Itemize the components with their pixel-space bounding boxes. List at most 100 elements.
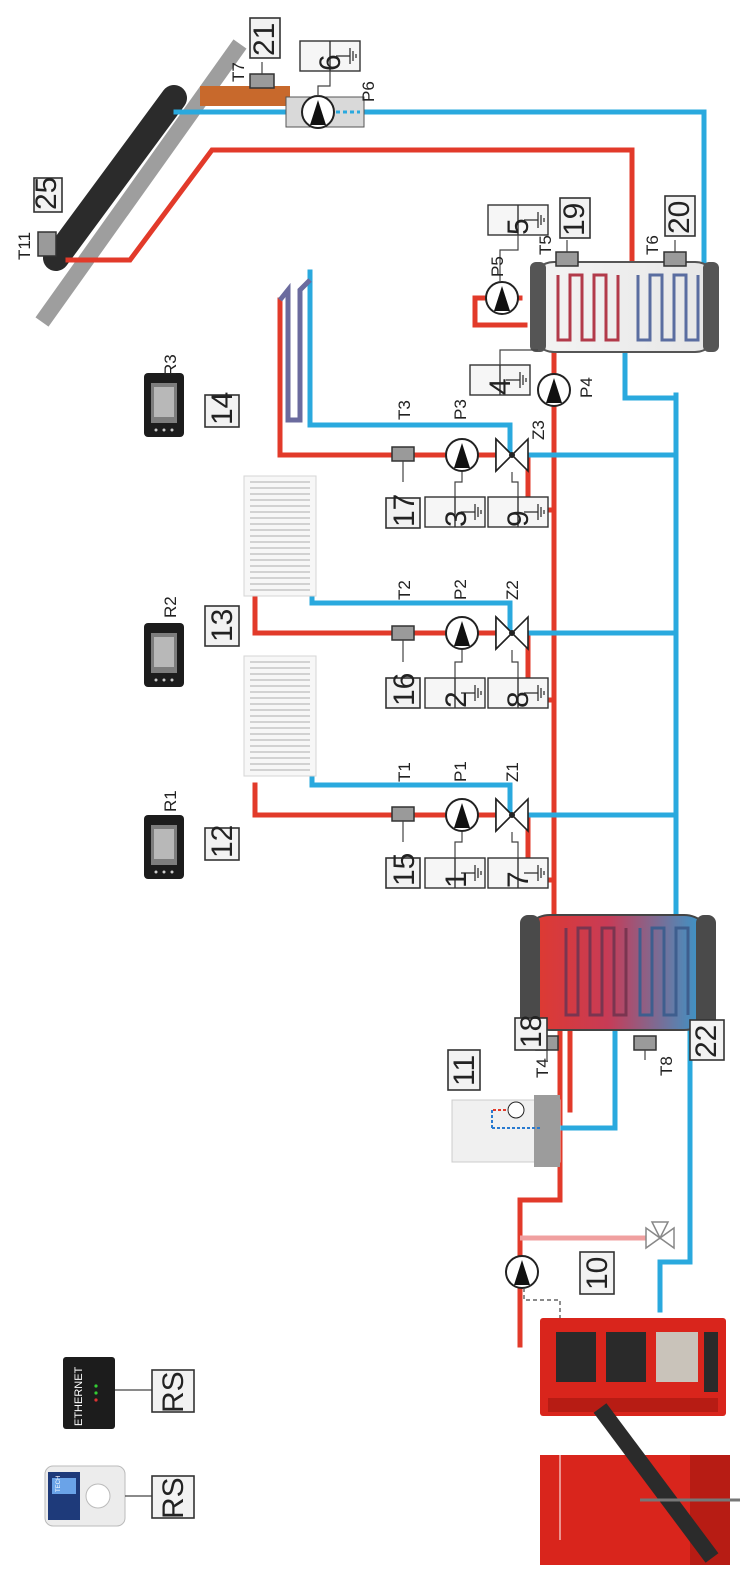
- controller-panel: [44, 1465, 126, 1527]
- label-p5: P5: [488, 256, 507, 277]
- label-p3: P3: [451, 399, 470, 420]
- label-t5: T5: [536, 235, 555, 255]
- label-z3: Z3: [529, 420, 548, 440]
- label-r3: R3: [161, 354, 180, 376]
- number-18: 18: [515, 1015, 548, 1048]
- number-4: 4: [484, 378, 517, 395]
- pump-p5-icon: [485, 281, 519, 315]
- room-regulator-r1: [144, 815, 184, 879]
- label-p6: P6: [359, 81, 378, 102]
- ctrl-wire-4: [499, 349, 538, 365]
- sensor-tag-25: [37, 231, 57, 257]
- gas-boiler: [451, 1095, 561, 1167]
- buffer-tank: [521, 914, 713, 1031]
- ctrl-wire-6: [317, 71, 331, 96]
- pump-signal-wire: [523, 1288, 561, 1318]
- dhw-coil-upper: [556, 273, 620, 342]
- circuit2-return-pipe: [309, 589, 513, 636]
- sensor-tag-19: [555, 251, 579, 267]
- label-p4: P4: [577, 377, 596, 398]
- pump-p6-icon: [301, 95, 335, 129]
- number-12: 12: [206, 825, 239, 858]
- ctrl-wire-5: [499, 235, 519, 282]
- radiator-2: [243, 475, 317, 597]
- boiler-return-pipe: [657, 1027, 693, 1313]
- sensor-tag-15: [391, 806, 415, 822]
- dhw-tank-end-right: [703, 262, 719, 352]
- label-t3: T3: [395, 400, 414, 420]
- circuit3-return-pipe: [307, 269, 513, 458]
- boiler-three-way-valve: [645, 1221, 675, 1250]
- ethernet-label: ETHERNET: [73, 1366, 85, 1426]
- pump-p2-icon: [445, 616, 479, 650]
- tech-logo: TECH: [56, 1476, 62, 1492]
- solar-return-pipe: [173, 109, 707, 268]
- roof: [35, 39, 247, 327]
- ethernet-module: [63, 1357, 115, 1429]
- number-19: 19: [558, 203, 591, 236]
- number-22: 22: [690, 1025, 723, 1058]
- label-t4: T4: [533, 1058, 552, 1078]
- sensor-tag-20: [663, 251, 687, 267]
- fuel-feeder: [540, 1403, 740, 1565]
- buffer-tank-end: [520, 915, 540, 1030]
- label-r1: R1: [161, 790, 180, 812]
- label-t1: T1: [395, 762, 414, 782]
- ctrl-wire-2: [454, 650, 519, 678]
- label-t11: T11: [15, 232, 34, 260]
- label-z1: Z1: [503, 762, 522, 782]
- dhw-tank-end: [530, 262, 546, 352]
- number-6: 6: [314, 54, 347, 71]
- buffer-coil-upper: [564, 926, 628, 1017]
- radiator-1: [243, 655, 317, 777]
- gas-boiler-return-pipe: [545, 1027, 618, 1131]
- label-p2: P2: [451, 579, 470, 600]
- number-7: 7: [502, 871, 535, 888]
- label-r2: R2: [161, 596, 180, 618]
- sensor-tag-21: [249, 73, 275, 89]
- number-8: 8: [502, 691, 535, 708]
- rs-label-left: RS: [157, 1371, 190, 1413]
- label-z2: Z2: [503, 580, 522, 600]
- number-20: 20: [663, 201, 696, 234]
- number-9: 9: [502, 510, 535, 527]
- label-t6: T6: [643, 235, 662, 255]
- solar-flow-pipe: [65, 147, 635, 268]
- number-21: 21: [248, 23, 281, 56]
- number-16: 16: [388, 673, 421, 706]
- room-regulator-r2: [144, 623, 184, 687]
- rs-label-right: RS: [157, 1477, 190, 1519]
- label-t8: T8: [657, 1056, 676, 1076]
- number-11: 11: [448, 1055, 481, 1086]
- label-p1: P1: [451, 761, 470, 782]
- ctrl-wire-3: [454, 472, 519, 497]
- ctrl-wire-1: [454, 832, 519, 858]
- collector-sensor-strip: [200, 86, 290, 106]
- number-1: 1: [440, 871, 473, 888]
- number-boxes: [33, 17, 725, 1519]
- number-5: 5: [502, 218, 535, 235]
- sensor-tag-22: [633, 1035, 657, 1051]
- sensor-tag-16: [391, 625, 415, 641]
- label-t2: T2: [395, 580, 414, 600]
- number-25: 25: [30, 177, 63, 210]
- solar-collector: [43, 85, 187, 271]
- floor-heating-loop: [278, 278, 312, 423]
- sensor-wires: [261, 62, 676, 1060]
- pump-p3-icon: [445, 438, 479, 472]
- boiler-pump-icon: [505, 1255, 539, 1289]
- number-2: 2: [440, 691, 473, 708]
- dhw-coil-lower: [636, 273, 700, 342]
- number-17: 17: [388, 494, 421, 527]
- label-t7: T7: [229, 62, 248, 82]
- buffer-tank-end-right: [696, 915, 716, 1030]
- circuit1-return-pipe: [309, 769, 513, 818]
- number-10: 10: [581, 1257, 614, 1290]
- number-13: 13: [206, 609, 239, 642]
- circuit3-flow-pipe: [277, 297, 557, 513]
- number-3: 3: [440, 510, 473, 527]
- number-14: 14: [206, 392, 239, 425]
- buffer-coil-lower: [638, 926, 690, 1017]
- sensor-tag-17: [391, 446, 415, 462]
